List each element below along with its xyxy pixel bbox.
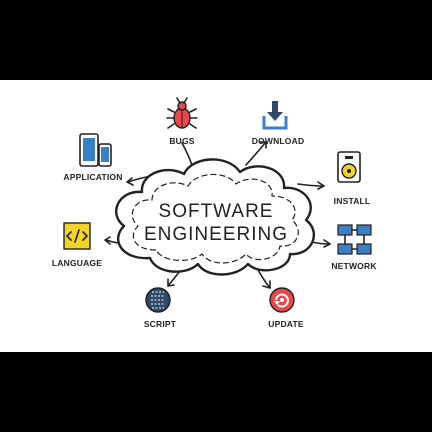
diagram-canvas: SOFTWARE ENGINEERING BUGS DOWNLOAD APPLI… <box>0 80 432 352</box>
connector-download <box>245 141 267 166</box>
connector-bugs <box>181 142 193 166</box>
update-icon <box>269 287 295 313</box>
node-download: DOWNLOAD <box>252 101 305 146</box>
label-bugs: BUGS <box>169 136 194 146</box>
node-bugs: BUGS <box>166 97 198 146</box>
network-icon <box>337 224 372 255</box>
label-network: NETWORK <box>331 261 377 271</box>
connector-install <box>297 183 325 187</box>
arrowhead-application <box>126 177 134 186</box>
install-icon <box>337 151 361 183</box>
code-icon <box>63 222 91 250</box>
node-network: NETWORK <box>331 224 377 271</box>
arrowhead-language <box>104 236 111 245</box>
label-update: UPDATE <box>268 319 304 329</box>
center-cloud: SOFTWARE ENGINEERING <box>115 158 316 276</box>
title-line-2: ENGINEERING <box>144 224 288 245</box>
node-update: UPDATE <box>268 287 304 329</box>
label-script: SCRIPT <box>144 319 177 329</box>
download-icon <box>262 101 288 130</box>
arrowhead-download <box>259 141 267 149</box>
node-install: INSTALL <box>334 151 371 206</box>
node-language: LANGUAGE <box>52 222 102 268</box>
arrowhead-update <box>262 280 271 289</box>
connector-language <box>105 239 119 244</box>
node-application: APPLICATION <box>63 133 122 182</box>
bug-icon <box>166 97 198 129</box>
label-application: APPLICATION <box>63 172 122 182</box>
devices-icon <box>79 133 112 167</box>
label-download: DOWNLOAD <box>252 136 305 146</box>
arrowhead-script <box>167 278 175 287</box>
arrowhead-network <box>323 239 331 248</box>
node-script: SCRIPT <box>144 287 177 329</box>
label-language: LANGUAGE <box>52 258 102 268</box>
software-engineering-diagram: SOFTWARE ENGINEERING BUGS DOWNLOAD APPLI… <box>52 97 377 329</box>
label-install: INSTALL <box>334 196 371 206</box>
script-icon <box>145 287 171 313</box>
title-line-1: SOFTWARE <box>159 201 274 222</box>
arrowhead-install <box>317 181 325 190</box>
